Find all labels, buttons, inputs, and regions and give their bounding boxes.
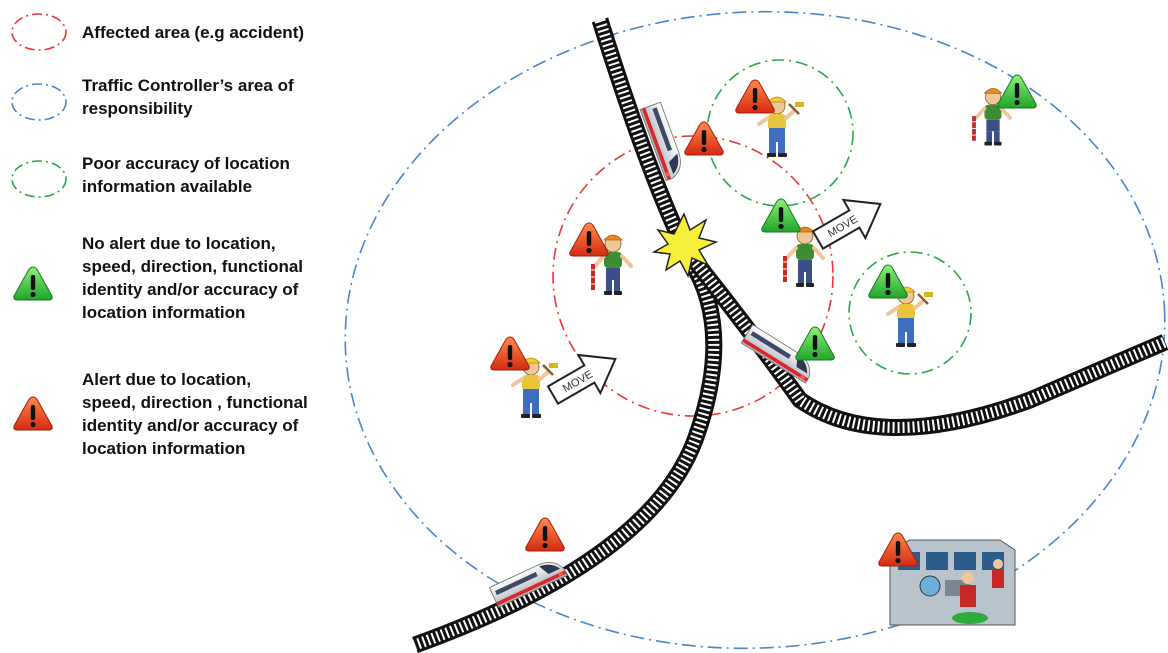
red-alert-icon [13, 396, 53, 431]
legend-label-line: Alert due to location, [82, 370, 252, 389]
crash-burst-icon [651, 212, 719, 279]
alert-green-icon [997, 74, 1037, 109]
legend-label-line: No alert due to location, [82, 234, 276, 253]
poor-accuracy-circle-right [848, 251, 972, 375]
legend-label-line: responsibility [82, 99, 193, 118]
move-arrow-right[interactable]: MOVE [807, 185, 891, 259]
green-dashed-circle-icon [11, 160, 67, 198]
legend-label-line: Traffic Controller’s area of [82, 76, 294, 95]
alert-green-icon [795, 326, 835, 361]
legend-label-line: identity and/or accuracy of [82, 416, 299, 435]
red-dashed-circle-icon [11, 13, 67, 51]
legend-label-line: speed, direction , functional [82, 393, 308, 412]
alert-red-icon [525, 517, 565, 552]
legend-label-line: Affected area (e.g accident) [82, 23, 305, 42]
alert-green-icon [868, 264, 908, 299]
green-alert-icon [13, 266, 53, 301]
blue-dashed-circle-icon [11, 83, 67, 121]
alert-red-icon [490, 336, 530, 371]
legend-label-line: identity and/or accuracy of [82, 280, 299, 299]
legend-label-line: location information [82, 439, 246, 458]
legend-label-line: location information [82, 303, 246, 322]
legend-label-line: information available [82, 177, 253, 196]
alert-red-icon [684, 121, 724, 156]
alert-red-icon [569, 222, 609, 257]
legend-label-line: speed, direction, functional [82, 257, 304, 276]
alert-red-icon [735, 79, 775, 114]
legend-label-line: Poor accuracy of location [82, 154, 290, 173]
responsibility-area-ellipse [344, 10, 1166, 650]
legend: Affected area (e.g accident) Traffic Con… [0, 0, 345, 653]
move-arrow-left[interactable]: MOVE [542, 340, 626, 414]
